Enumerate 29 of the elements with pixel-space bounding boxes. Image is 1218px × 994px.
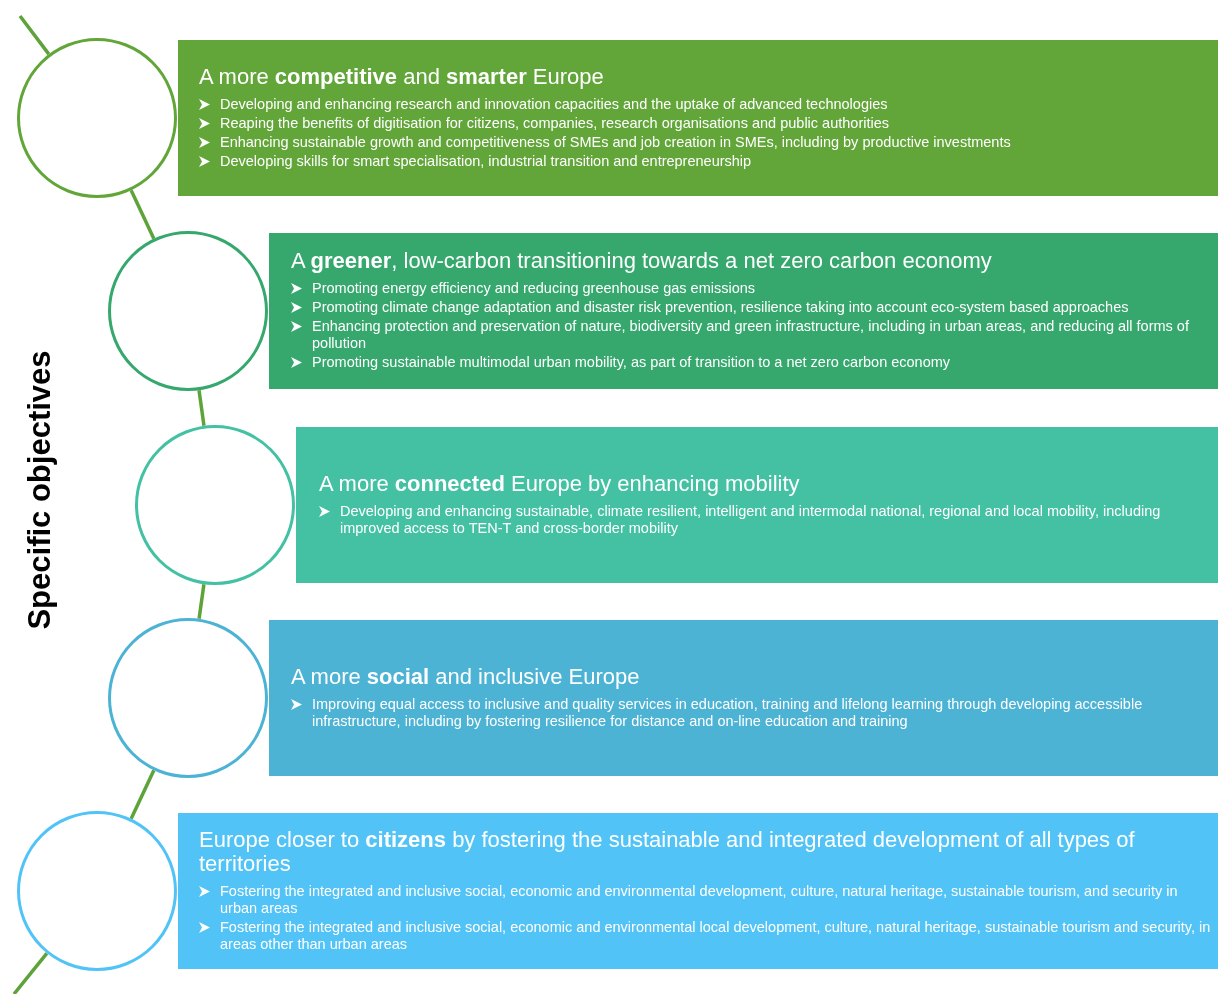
bullet-text: Enhancing sustainable growth and competitiveness of SMEs and job creation in SMEs, including by productive investments — [220, 133, 1011, 151]
objective-heading: A more social and inclusive Europe — [291, 664, 641, 689]
bullet-text: Promoting sustainable multimodal urban mobility, as part of transition to a net zero carbon economy — [312, 354, 951, 371]
objective-heading: A greener, low-carbon transitioning towards a net zero carbon economy — [291, 249, 993, 273]
bullet-text: Developing and enhancing research and innovation capacities and the uptake of advanced technologies — [220, 95, 888, 113]
side-label: Specific objectives — [22, 350, 58, 630]
bullet-text: Reaping the benefits of digitisation for citizens, companies, research organisations and public authorities — [220, 114, 889, 132]
connector-line — [12, 952, 49, 994]
bullet-text: Fostering the integrated and inclusive social, economic and environmental local development, culture, natural heritage, sustainable tourism and security, in areas other than urban areas — [220, 918, 1212, 953]
objective-heading: A more connected Europe by enhancing mobility — [319, 471, 801, 496]
connector-line — [129, 189, 156, 240]
connector-line — [18, 14, 51, 56]
bullet-text: Developing skills for smart specialisation, industrial transition and entrepreneurship — [220, 152, 752, 170]
objective-banner — [269, 233, 1218, 389]
bullet-text: Improving equal access to inclusive and quality services in education, training and lifelong learning through developing accessible infrastructure, including by fostering resilience for distance and on-line education and training — [312, 695, 1144, 730]
objective-banner — [178, 40, 1218, 196]
bullet-text: Enhancing protection and preservation of nature, biodiversity and green infrastructure, including in urban areas, and reducing all forms of pollution — [312, 318, 1190, 352]
connector-line — [197, 390, 206, 426]
objective-banner — [296, 427, 1218, 583]
connector-line — [129, 769, 156, 820]
bullet-text: Fostering the integrated and inclusive social, economic and environmental development, culture, natural heritage, sustainable tourism, and security in urban areas — [220, 882, 1179, 917]
objective-heading: Europe closer to citizens by fostering the sustainable and integrated development of all types of territories — [199, 827, 1136, 876]
objective-banner — [178, 813, 1218, 969]
objective-heading: A more competitive and smarter Europe — [199, 64, 605, 89]
objective-banner — [269, 620, 1218, 776]
connector-line — [197, 584, 206, 619]
bullet-text: Promoting climate change adaptation and disaster risk prevention, resilience taking into account eco-system based approaches — [312, 299, 1129, 316]
bullet-text: Developing and enhancing sustainable, climate resilient, intelligent and intermodal national, regional and local mobility, including improved access to TEN-T and cross-border mobility — [340, 502, 1162, 537]
bullet-text: Promoting energy efficiency and reducing greenhouse gas emissions — [312, 280, 756, 297]
